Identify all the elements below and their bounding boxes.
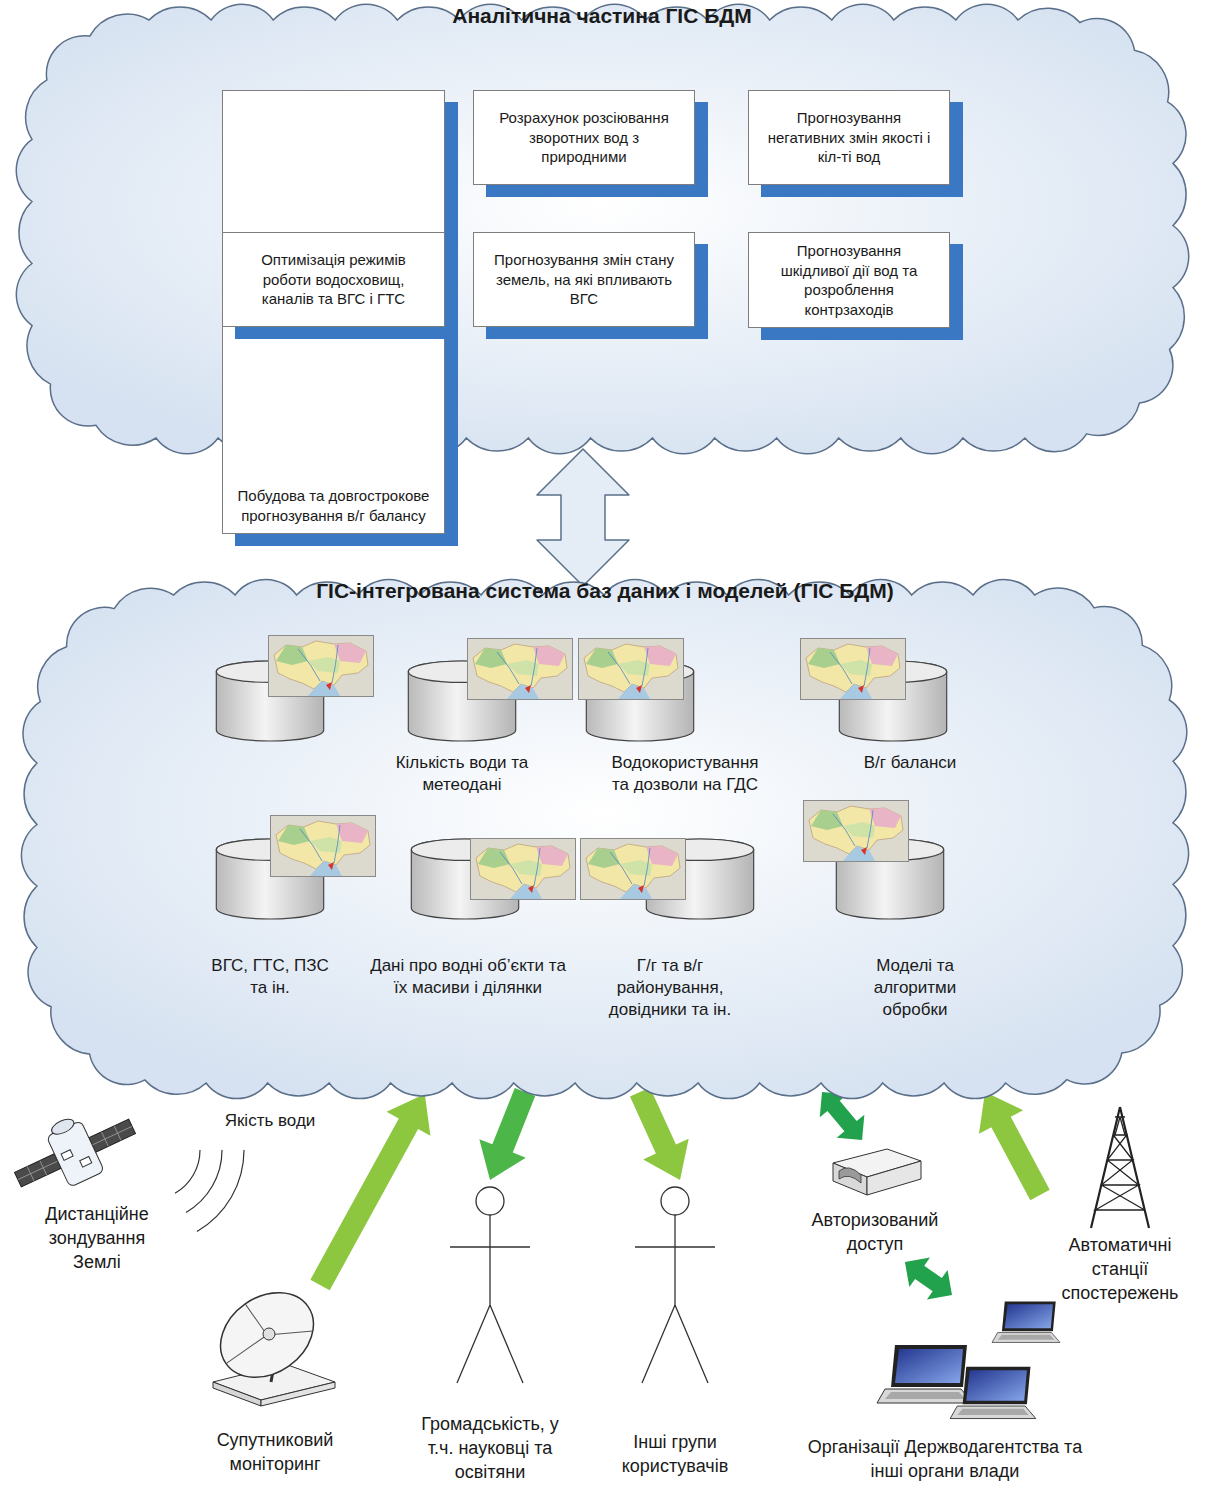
signal-waves <box>175 1150 244 1231</box>
node-icon <box>170 630 370 780</box>
laptop-icon <box>877 1345 973 1403</box>
database-label: Якість води <box>180 1110 360 1132</box>
database-label: В/г баланси <box>835 752 985 774</box>
access-arrow <box>905 1258 952 1300</box>
box-label: Прогнозування змін стану земель, на які … <box>488 250 680 309</box>
map-icon <box>269 636 374 697</box>
process-box: Прогнозування шкідливої дії вод та розро… <box>748 232 950 328</box>
person-icon <box>635 1187 715 1383</box>
access-arrow <box>820 1092 865 1140</box>
database-label: Моделі та алгоритми обробки <box>853 955 978 1021</box>
box-label: Прогнозування негативних змін якості і к… <box>763 108 935 167</box>
dish-icon <box>204 1275 335 1406</box>
actor-label: Організації Держводагентства та інші орг… <box>801 1435 1089 1483</box>
database-cylinder: ВГС, ГТС, ПЗС та ін. <box>170 810 370 980</box>
actor-label: Дистанційне зондування Землі <box>32 1202 162 1274</box>
data-flow-arrow <box>479 1088 535 1180</box>
database-label: ВГС, ГТС, ПЗС та ін. <box>204 955 336 999</box>
cloud-title: ГІС-інтегрована система баз даних і моде… <box>295 578 915 604</box>
cloud-outline <box>15 3 1190 455</box>
process-box: Оптимізація режимів роботи водосховищ, к… <box>222 232 445 327</box>
map-icon <box>801 639 906 700</box>
map-icon <box>581 839 686 900</box>
database-cylinder: Кількість води та метеодані <box>362 630 562 780</box>
exchange-arrow <box>537 449 629 586</box>
cloud-panel: Якість водиКількість води та метеоданіВо… <box>20 578 1190 1100</box>
data-flow-arrow <box>630 1087 689 1180</box>
box-label: Прогнозування шкідливої дії вод та розро… <box>763 241 935 319</box>
map-icon <box>271 816 376 877</box>
actor-label: Автоматичні станції спостережень <box>1050 1233 1190 1305</box>
database-cylinder: Моделі та алгоритми обробки <box>800 795 1015 1025</box>
dish-source: Супутниковий моніторинг <box>180 1285 370 1500</box>
user-actor: Інші групи користувачів <box>590 1180 760 1500</box>
map-icon <box>579 639 684 700</box>
sat-icon <box>3 1095 144 1206</box>
box-label: Оптимізація режимів роботи водосховищ, к… <box>237 250 430 309</box>
user-actor: Громадськість, у т.ч. науковці та освітя… <box>400 1180 580 1500</box>
actor-label: Супутниковий моніторинг <box>200 1428 350 1476</box>
data-flow-arrow <box>979 1092 1050 1200</box>
data-flow-arrow <box>310 1094 430 1290</box>
box-label: Побудова та довгострокове прогнозування … <box>237 486 430 525</box>
map-icon <box>804 801 909 862</box>
box-label: Розрахунок розсіювання зворотних вод з п… <box>488 108 680 167</box>
actor-label: Авторизований доступ <box>800 1208 950 1256</box>
database-cylinder: Водокористування та дозволи на ГДС <box>575 630 795 780</box>
node-icon <box>170 810 370 980</box>
database-cylinder: Якість води <box>170 630 370 780</box>
database-cylinder: В/г баланси <box>800 630 1010 780</box>
node-icon <box>362 810 574 980</box>
actor-label: Інші групи користувачів <box>605 1430 745 1478</box>
map-icon <box>468 639 573 700</box>
process-box: Прогнозування змін стану земель, на які … <box>473 232 695 327</box>
actor-label: Громадськість, у т.ч. науковці та освітя… <box>419 1412 562 1484</box>
access-device: Авторизований доступ <box>790 1140 960 1262</box>
process-box: Прогнозування негативних змін якості і к… <box>748 90 950 185</box>
map-icon <box>471 839 576 900</box>
cloud-panel: Побудова та довгострокове прогнозування … <box>15 3 1190 455</box>
database-label: Г/г та в/г районування, довідники та ін. <box>593 955 748 1021</box>
satellite-source: Дистанційне зондування Землі <box>5 1108 205 1278</box>
cloud-shape <box>21 579 1188 1098</box>
tower-icon <box>1091 1105 1149 1228</box>
observation-tower: Автоматичні станції спостережень <box>1040 1105 1200 1305</box>
process-box: Розрахунок розсіювання зворотних вод з п… <box>473 90 695 185</box>
laptop-icon <box>950 1367 1036 1419</box>
database-label: Водокористування та дозволи на ГДС <box>604 752 766 796</box>
database-cylinder: Г/г та в/г районування, довідники та ін. <box>578 810 770 1025</box>
database-cylinder: Дані про водні об’єкти та їх масиви і ді… <box>362 810 574 980</box>
cloud-title: Аналітична частина ГІС БДМ <box>252 3 952 29</box>
device-icon <box>833 1149 921 1195</box>
laptop-icon <box>992 1301 1060 1342</box>
database-label: Кількість води та метеодані <box>392 752 532 796</box>
agency-computers: Організації Держводагентства та інші орг… <box>770 1295 1120 1500</box>
person-icon <box>450 1187 530 1383</box>
database-label: Дані про водні об’єкти та їх масиви і ді… <box>365 955 572 999</box>
cloud-shape <box>16 4 1188 453</box>
